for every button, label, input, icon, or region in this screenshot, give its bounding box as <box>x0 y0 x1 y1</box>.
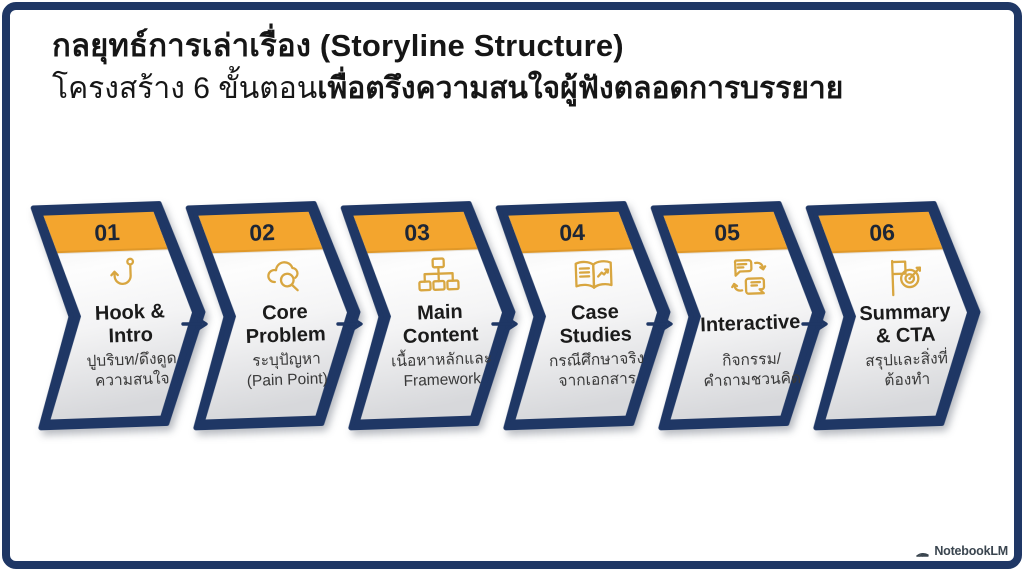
cloud-search-icon <box>267 261 299 292</box>
chevron-shape <box>650 201 826 431</box>
step-number: 03 <box>403 218 431 246</box>
step-01-hook-intro: 01 Hook & Intro ปูบริบท/ดึงดูด ความสนใจ <box>30 200 209 431</box>
step-number: 02 <box>248 218 276 246</box>
chevron-shape <box>805 201 981 431</box>
step-number: 06 <box>868 218 896 246</box>
subtitle-normal-segment: โครงสร้าง 6 ขั้นตอน <box>52 71 318 105</box>
chevron-shape <box>185 201 361 431</box>
open-book-icon <box>574 260 613 289</box>
step-title: Summary & CTA <box>858 299 951 348</box>
step-title: Core Problem <box>245 300 327 348</box>
flag-target-icon <box>890 259 922 297</box>
flow-arrow-icon <box>646 315 673 333</box>
slide-header: กลยุทธ์การเล่าเรื่อง (Storyline Structur… <box>52 24 984 109</box>
step-description: กิจกรรม/ คำถามชวนคิด <box>703 350 802 391</box>
sitemap-icon <box>418 257 460 292</box>
page-title: กลยุทธ์การเล่าเรื่อง (Storyline Structur… <box>52 28 624 63</box>
step-02-core-problem: 02 Core Problem ระบุปัญหา (Pain Point) <box>185 200 364 431</box>
step-number: 04 <box>558 218 586 246</box>
flow-arrow-icon <box>491 315 518 333</box>
step-title: Case Studies <box>559 300 633 348</box>
page-subtitle: โครงสร้าง 6 ขั้นตอนเพื่อตรึงความสนใจผู้ฟ… <box>52 69 984 110</box>
step-05-interactive: 05 Interactive กิจกรรม/ คำถามชวนคิด <box>650 200 829 431</box>
chevron-shape <box>495 201 671 431</box>
flow-arrow-icon <box>801 315 828 333</box>
step-description: สรุปและสิ่งที่ ต้องทำ <box>864 350 949 390</box>
step-03-main-content: 03 Main Content เนื้อหาหลักและ Framework <box>340 200 519 431</box>
step-number: 01 <box>93 218 121 246</box>
chevron-shape <box>340 201 516 431</box>
step-title: Main Content <box>402 300 479 348</box>
step-description: กรณีศึกษาจริง จากเอกสาร <box>548 349 645 390</box>
step-number: 05 <box>713 218 741 246</box>
chevron-shape <box>30 201 206 431</box>
step-06-summary-cta: 06 Summary & CTA สรุปและสิ่งที่ ต้องทำ <box>805 200 984 431</box>
step-04-case-studies: 04 Case Studies กรณีศึกษาจริง จากเอกสาร <box>495 200 674 431</box>
subtitle-bold-segment: เพื่อตรึงความสนใจผู้ฟังตลอดการบรรยาย <box>317 71 844 105</box>
notebooklm-logo-icon <box>916 552 930 557</box>
step-title: Hook & Intro <box>94 299 166 347</box>
flow-arrow-icon <box>336 315 363 333</box>
step-description: เนื้อหาหลักและ Framework <box>390 349 493 390</box>
notebooklm-label: NotebookLM <box>934 544 1008 558</box>
step-description: ปูบริบท/ดึงดูด ความสนใจ <box>86 350 177 390</box>
flow-arrow-icon <box>181 315 208 333</box>
step-description: ระบุปัญหา (Pain Point) <box>246 350 329 390</box>
chat-exchange-icon <box>731 259 767 295</box>
step-title: Interactive <box>699 310 801 337</box>
notebooklm-watermark: NotebookLM <box>915 544 1008 558</box>
hook-icon <box>110 257 135 285</box>
